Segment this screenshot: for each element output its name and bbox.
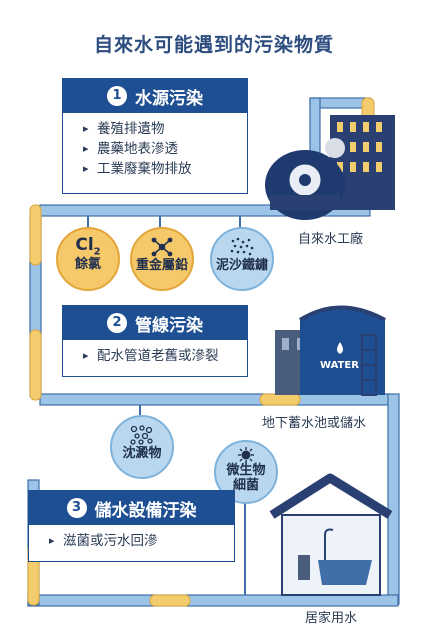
storage-pollution-title: 儲水設備汙染 — [94, 500, 197, 521]
storage-pollution-heading: 3 儲水設備汙染 — [29, 491, 234, 525]
source-pollution-heading: 1 水源污染 — [63, 79, 247, 113]
sediment-rust-badge: 泥沙鐵鏽 — [210, 227, 274, 291]
section-number-1: 1 — [107, 86, 127, 106]
list-item: 養殖排遺物 — [83, 119, 233, 139]
residual-chlorine-badge: Cl2 餘氯 — [56, 227, 120, 291]
microbes-label-2: 細菌 — [232, 478, 259, 493]
list-item: 工業廢棄物排放 — [83, 159, 233, 179]
molecule-icon — [132, 236, 192, 258]
water-plant-label: 自來水工廠 — [298, 232, 364, 247]
microbes-label-1: 微生物 — [226, 463, 266, 478]
pipe-joint-2 — [29, 329, 42, 401]
home-water-label: 居家用水 — [305, 611, 358, 626]
reservoir-illustration — [275, 305, 386, 396]
list-item: 農藥地表滲透 — [83, 139, 233, 159]
precipitate-badge: 沈澱物 — [110, 415, 174, 479]
pipe-joint-6 — [149, 594, 191, 607]
residual-chlorine-label: 餘氯 — [74, 257, 101, 272]
sediment-rust-label: 泥沙鐵鏽 — [215, 258, 268, 273]
pipeline-pollution-panel: 2 管線污染 配水管道老舊或滲裂 — [62, 305, 248, 377]
source-pollution-panel: 1 水源污染 養殖排遺物 農藥地表滲透 工業廢棄物排放 — [62, 78, 248, 194]
pipeline-pollution-title: 管線污染 — [135, 315, 203, 336]
pipe-joint-1 — [29, 204, 42, 266]
bubbles-icon — [112, 424, 172, 446]
pipe-plant-down — [309, 97, 321, 159]
virus-icon — [216, 447, 276, 463]
storage-pollution-panel: 3 儲水設備汙染 滋菌或污水回滲 — [28, 490, 235, 562]
heavy-metal-badge: 重金屬鉛 — [130, 227, 194, 291]
heavy-metal-label: 重金屬鉛 — [135, 258, 188, 273]
pipeline-pollution-heading: 2 管線污染 — [63, 306, 247, 340]
pipe-middle — [39, 393, 391, 406]
page-title: 自來水可能遇到的污染物質 — [93, 34, 334, 56]
chlorine-formula: Cl2 — [75, 235, 101, 258]
reservoir-label: 地下蓄水池或儲水 — [262, 416, 367, 431]
list-item: 配水管道老舊或滲裂 — [83, 346, 233, 366]
source-pollution-title: 水源污染 — [135, 88, 203, 109]
section-number-3: 3 — [66, 498, 87, 518]
tank-water-text: WATER — [320, 360, 359, 371]
home-illustration — [269, 473, 393, 596]
section-number-2: 2 — [107, 313, 127, 333]
pipe-joint-5 — [259, 393, 301, 406]
list-item: 滋菌或污水回滲 — [49, 531, 220, 551]
precipitate-label: 沈澱物 — [122, 446, 162, 461]
pipe-right — [387, 393, 400, 605]
water-plant-illustration — [265, 115, 395, 220]
pipe-bottom — [27, 594, 399, 607]
particles-icon — [212, 236, 272, 258]
